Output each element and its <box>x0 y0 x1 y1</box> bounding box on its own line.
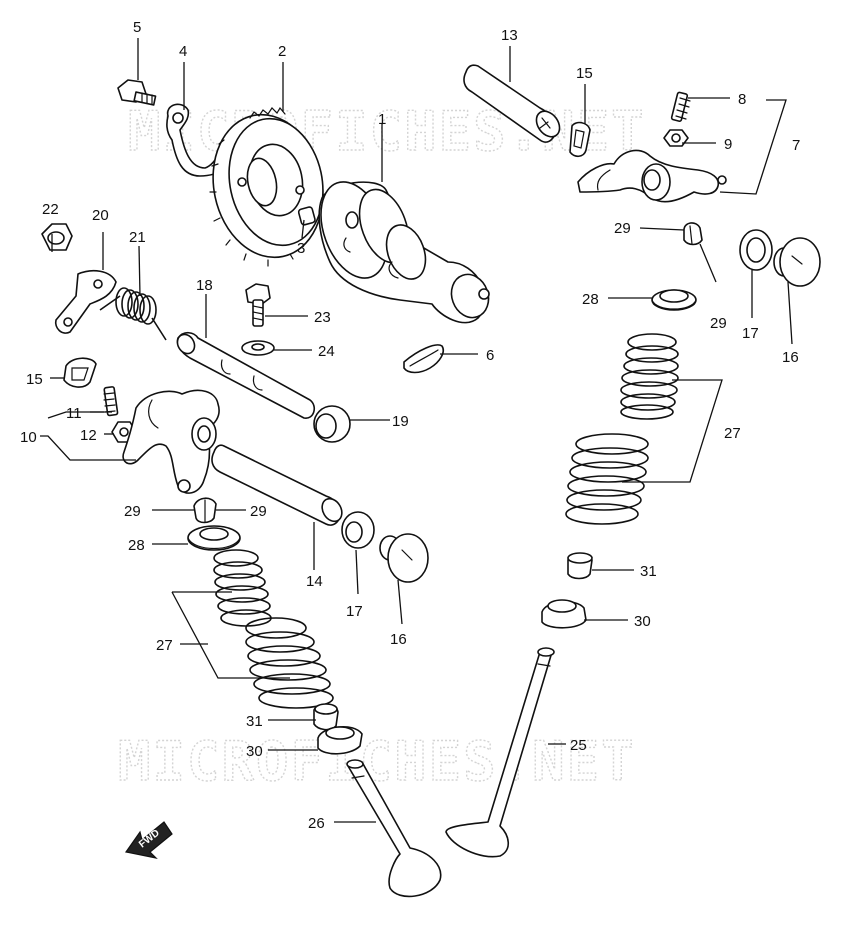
callout-6: 6 <box>486 347 494 364</box>
callout-29-left-a: 29 <box>124 503 141 520</box>
callout-8: 8 <box>738 91 746 108</box>
part-31-seat-right <box>567 552 593 580</box>
part-20-plate <box>54 269 117 334</box>
part-28-retainer-right <box>651 289 697 311</box>
part-30-washer-left <box>317 726 363 755</box>
callout-29-right-a: 29 <box>614 220 631 237</box>
callout-labels: 5 4 2 1 3 13 15 8 9 7 29 29 28 17 16 6 2… <box>20 19 800 832</box>
callout-31-left: 31 <box>246 713 263 730</box>
callout-27-left: 27 <box>156 637 173 654</box>
fwd-arrow-icon: FWD <box>124 821 173 859</box>
part-11-adjust-screw <box>103 386 119 417</box>
part-6-clip <box>403 344 445 374</box>
part-18-shaft <box>176 331 316 419</box>
part-10-rocker-arm-left <box>122 389 220 494</box>
callout-28-right: 28 <box>582 291 599 308</box>
callout-16-lower: 16 <box>390 631 407 648</box>
part-25-valve-exhaust <box>445 647 555 858</box>
callout-12: 12 <box>80 427 97 444</box>
callout-3: 3 <box>297 240 305 257</box>
part-3-pin <box>297 206 316 226</box>
part-21-spring <box>99 287 167 341</box>
part-22-nut <box>41 223 73 251</box>
callout-22: 22 <box>42 201 59 218</box>
callout-4: 4 <box>179 43 187 60</box>
callout-28-left: 28 <box>128 537 145 554</box>
callout-21: 21 <box>129 229 146 246</box>
part-8-adjust-screw <box>670 91 691 122</box>
part-7-rocker-arm-top <box>577 149 727 203</box>
callout-31-right: 31 <box>640 563 657 580</box>
leader-lines <box>40 38 793 823</box>
part-16-cap-right <box>773 237 821 287</box>
callout-26: 26 <box>308 815 325 832</box>
callout-2: 2 <box>278 43 286 60</box>
callout-30-right: 30 <box>634 613 651 630</box>
callout-14: 14 <box>306 573 323 590</box>
part-30-washer-right <box>541 599 587 629</box>
callout-20: 20 <box>92 207 109 224</box>
part-26-valve-intake <box>346 759 442 898</box>
part-27-springs-left <box>213 549 334 709</box>
callout-19: 19 <box>392 413 409 430</box>
callout-15-top: 15 <box>576 65 593 82</box>
part-29-cotter-right <box>683 222 703 246</box>
callout-29-right-b: 29 <box>710 315 727 332</box>
part-28-retainer-left <box>187 525 241 551</box>
callout-30-left: 30 <box>246 743 263 760</box>
part-15-seal-top <box>569 121 591 158</box>
callout-10: 10 <box>20 429 37 446</box>
part-23-bolt <box>245 283 271 327</box>
part-15-seal-left <box>63 357 97 388</box>
part-5-bolt <box>117 79 157 106</box>
watermark-top: MICROFICHES.NET <box>128 100 646 163</box>
callout-1: 1 <box>378 111 386 128</box>
callout-5: 5 <box>133 19 141 36</box>
part-14-rocker-shaft <box>211 444 343 526</box>
callout-16-right: 16 <box>782 349 799 366</box>
part-29-cotter-left <box>193 497 217 524</box>
part-24-washer <box>241 340 275 356</box>
callout-27-right: 27 <box>724 425 741 442</box>
part-31-seat-left <box>313 703 339 731</box>
callout-17-lower: 17 <box>346 603 363 620</box>
callout-15-left: 15 <box>26 371 43 388</box>
callout-18: 18 <box>196 277 213 294</box>
callout-25: 25 <box>570 737 587 754</box>
part-27-springs-right <box>565 333 679 525</box>
watermark-bottom: MICROFICHES.NET <box>118 730 636 793</box>
callout-23: 23 <box>314 309 331 326</box>
part-1-camshaft <box>318 181 490 324</box>
callout-24: 24 <box>318 343 335 360</box>
callout-9: 9 <box>724 136 732 153</box>
part-13-rocker-shaft <box>463 64 561 143</box>
part-16-cap-lower <box>379 533 429 583</box>
callout-29-left-b: 29 <box>250 503 267 520</box>
part-17-seal-right <box>739 229 773 271</box>
callout-13: 13 <box>501 27 518 44</box>
part-9-nut <box>663 129 689 147</box>
part-17-seal-lower <box>341 511 375 549</box>
callout-7: 7 <box>792 137 800 154</box>
callout-11: 11 <box>66 405 82 422</box>
part-19-seal <box>313 405 351 443</box>
callout-17-right: 17 <box>742 325 759 342</box>
